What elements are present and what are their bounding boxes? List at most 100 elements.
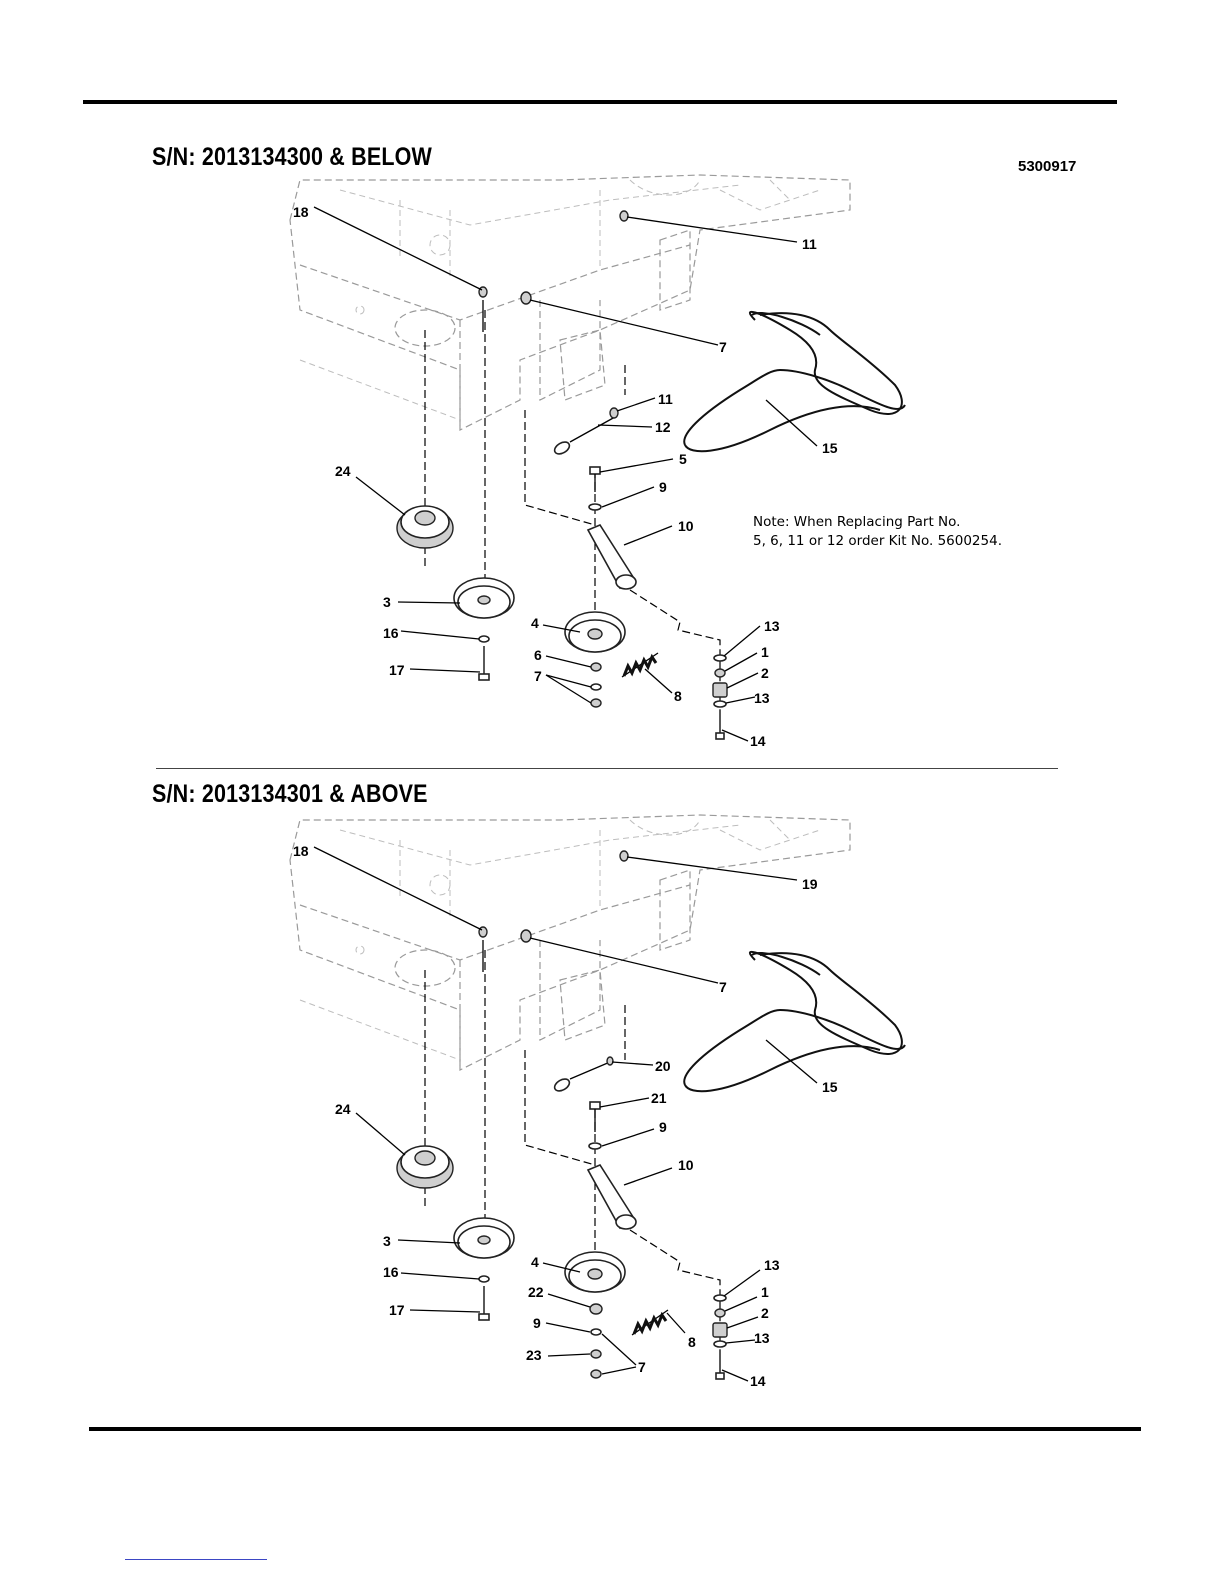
callout-8: 8 xyxy=(688,1334,696,1350)
callout-11-upper: 11 xyxy=(802,236,817,252)
washer-part-13-lower xyxy=(714,701,726,707)
bolt-part-14 xyxy=(716,710,724,739)
callout-17: 17 xyxy=(389,1302,405,1318)
top-rule xyxy=(83,100,1117,104)
spacer-part-22 xyxy=(590,1304,602,1314)
callout-9-lower: 9 xyxy=(533,1315,541,1331)
bolt-part-21 xyxy=(590,1102,600,1132)
callout-labels: 18 11 7 11 12 15 24 5 9 10 3 4 13 16 1 6… xyxy=(293,204,838,749)
bolt-part-5 xyxy=(590,467,600,492)
callout-24: 24 xyxy=(335,1101,351,1117)
callout-23: 23 xyxy=(526,1347,542,1363)
nut-part-7 xyxy=(521,930,531,942)
washer-part-16 xyxy=(479,1276,489,1282)
callout-7-lower: 7 xyxy=(534,668,542,684)
callout-6: 6 xyxy=(534,647,542,663)
callout-17: 17 xyxy=(389,662,405,678)
pulley-part-3 xyxy=(454,1218,514,1258)
callout-10: 10 xyxy=(678,518,694,534)
bottom-rule xyxy=(89,1427,1141,1431)
callout-7-upper: 7 xyxy=(719,979,727,995)
washer-part-13-lower xyxy=(714,1341,726,1347)
callout-13-lower: 13 xyxy=(754,690,770,706)
callout-labels: 18 19 7 20 15 24 21 9 10 3 4 13 16 1 22 … xyxy=(293,843,838,1389)
pulley-part-24 xyxy=(397,1146,453,1188)
callout-10: 10 xyxy=(678,1157,694,1173)
callout-1: 1 xyxy=(761,1284,769,1300)
washer-part-9-lower xyxy=(591,1329,601,1335)
nut-part-11-upper xyxy=(620,211,628,221)
footer-link-underline[interactable] xyxy=(125,1559,267,1560)
callout-16: 16 xyxy=(383,1264,399,1280)
washer-part-9 xyxy=(589,504,601,510)
bolt-part-17 xyxy=(479,646,489,680)
pulley-part-3 xyxy=(454,578,514,618)
nut-part-7-lower xyxy=(591,1370,601,1378)
callout-leaders xyxy=(314,207,817,741)
spacer-part-1 xyxy=(715,669,725,677)
callout-13-upper: 13 xyxy=(764,1257,780,1273)
callout-21: 21 xyxy=(651,1090,667,1106)
washer-part-9-upper xyxy=(589,1143,601,1149)
bushing-part-2 xyxy=(713,683,727,697)
callout-11-lower: 11 xyxy=(658,391,673,407)
chassis-frame-outline xyxy=(290,175,850,430)
callout-19: 19 xyxy=(802,876,818,892)
callout-15: 15 xyxy=(822,440,838,456)
chassis-frame-outline xyxy=(290,815,850,1070)
spacer-part-1 xyxy=(715,1309,725,1317)
parts-diagram-below: 18 11 7 11 12 15 24 5 9 10 3 4 13 16 1 6… xyxy=(0,170,1224,770)
callout-3: 3 xyxy=(383,1233,391,1249)
eyebolt-part-12 xyxy=(553,408,618,456)
nut-part-19 xyxy=(620,851,628,861)
bearing-part-6 xyxy=(591,663,601,671)
callout-5: 5 xyxy=(679,451,687,467)
callout-12: 12 xyxy=(655,419,671,435)
callout-8: 8 xyxy=(674,688,682,704)
washer-part-7a xyxy=(591,684,601,690)
pulley-part-4 xyxy=(565,612,625,652)
callout-3: 3 xyxy=(383,594,391,610)
parts-diagram-above: 18 19 7 20 15 24 21 9 10 3 4 13 16 1 22 … xyxy=(0,810,1224,1410)
callout-9: 9 xyxy=(659,479,667,495)
callout-1: 1 xyxy=(761,644,769,660)
pulley-part-24 xyxy=(397,506,453,548)
eyebolt-part-20 xyxy=(553,1057,613,1093)
bushing-part-2 xyxy=(713,1323,727,1337)
belt-part-15 xyxy=(684,952,905,1091)
callout-15: 15 xyxy=(822,1079,838,1095)
callout-24: 24 xyxy=(335,463,351,479)
spring-part-8 xyxy=(622,653,658,677)
washer-part-16 xyxy=(479,636,489,642)
callout-4: 4 xyxy=(531,615,539,631)
callout-4: 4 xyxy=(531,1254,539,1270)
callout-13-lower: 13 xyxy=(754,1330,770,1346)
callout-2: 2 xyxy=(761,1305,769,1321)
callout-7-upper: 7 xyxy=(719,339,727,355)
nut-part-7b xyxy=(591,699,601,707)
spacer-part-23 xyxy=(591,1350,601,1358)
section-heading-above: S/N: 2013134301 & ABOVE xyxy=(152,780,428,809)
bolt-part-17 xyxy=(479,1286,489,1320)
callout-2: 2 xyxy=(761,665,769,681)
spring-part-8 xyxy=(632,1310,668,1335)
section-heading-below: S/N: 2013134300 & BELOW xyxy=(152,143,432,172)
section-divider xyxy=(156,768,1058,769)
callout-leaders xyxy=(314,847,817,1381)
callout-20: 20 xyxy=(655,1058,671,1074)
callout-14: 14 xyxy=(750,733,766,749)
bolt-part-18 xyxy=(479,927,487,972)
callout-16: 16 xyxy=(383,625,399,641)
callout-9-upper: 9 xyxy=(659,1119,667,1135)
nut-part-7 xyxy=(521,292,531,304)
callout-7-lower: 7 xyxy=(638,1359,646,1375)
bolt-part-18 xyxy=(479,287,487,332)
callout-22: 22 xyxy=(528,1284,544,1300)
bolt-part-14 xyxy=(716,1350,724,1379)
belt-part-15 xyxy=(684,312,905,451)
callout-18: 18 xyxy=(293,204,309,220)
callout-14: 14 xyxy=(750,1373,766,1389)
callout-18: 18 xyxy=(293,843,309,859)
callout-13-upper: 13 xyxy=(764,618,780,634)
pulley-part-4 xyxy=(565,1252,625,1292)
